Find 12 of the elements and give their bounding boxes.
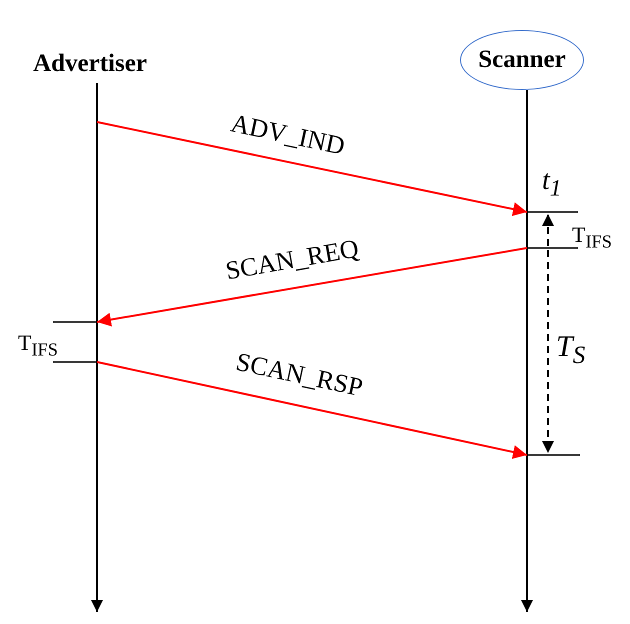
interval-label: T$_{S}$: [556, 330, 586, 370]
interval-label: T$_{IFS}$: [572, 222, 612, 252]
message-label: SCAN_REQ: [223, 234, 361, 286]
interval-label: T$_{IFS}$: [18, 330, 58, 360]
time-label: t$_{1}$: [542, 165, 562, 203]
message-arrow: [96, 121, 528, 216]
participant-label: Advertiser: [32, 49, 148, 79]
message-label: SCAN_RSP: [233, 346, 366, 404]
message-arrow: [96, 247, 528, 327]
message-label: ADV_IND: [228, 108, 348, 162]
participant-ellipse: Scanner: [460, 30, 584, 90]
message-arrow: [96, 361, 528, 459]
